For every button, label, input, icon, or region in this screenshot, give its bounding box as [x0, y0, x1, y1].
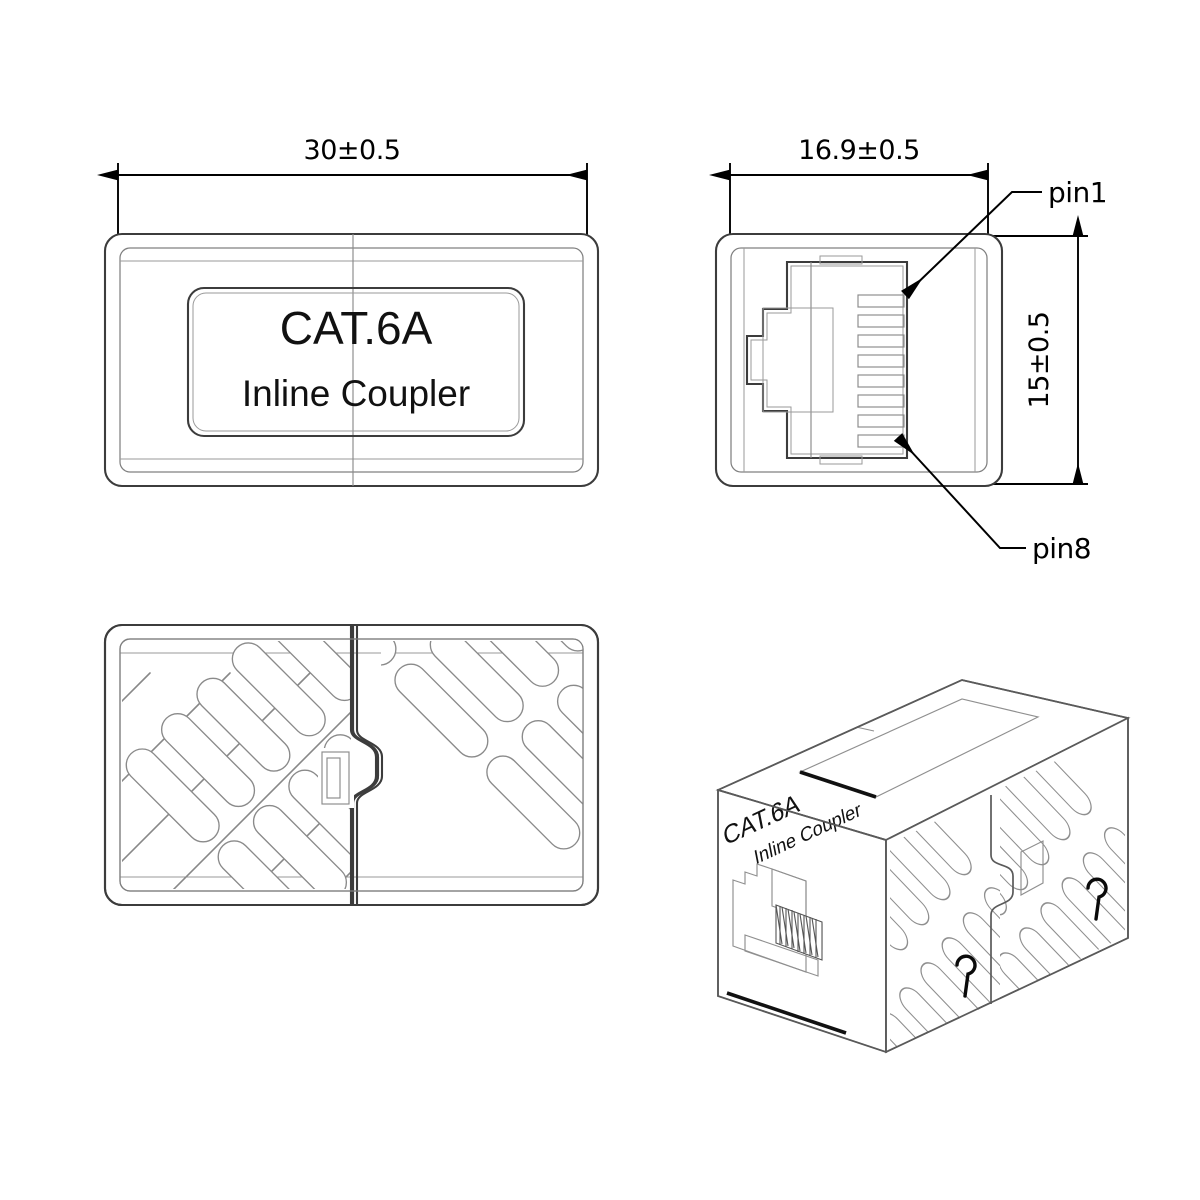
rib-capsule-r-5	[429, 641, 524, 723]
rj45-latch-notch-bottom	[819, 455, 863, 465]
iso-retention-mark-1	[955, 954, 977, 998]
rib-capsule-r-2	[394, 663, 489, 758]
bottom-view	[103, 495, 728, 1032]
rib-capsule-l-1	[160, 712, 256, 808]
bottom-housing-outline-overlay	[103, 623, 600, 907]
isometric-view: CAT.6A Inline Coupler	[715, 679, 1131, 1054]
rib-capsule-r-12	[586, 643, 692, 749]
iso-label-plate-shadow	[799, 770, 877, 799]
rib-capsule-l-11	[217, 840, 312, 889]
rib-capsule-l-13	[267, 641, 351, 702]
iso-rib-a10	[962, 912, 1000, 1025]
top-label-plate-inner	[192, 292, 520, 432]
front-housing-outline	[714, 232, 1004, 488]
iso-rib-a12	[983, 887, 1000, 1000]
dimension-depth-169: 16.9±0.5	[709, 135, 989, 250]
top-housing-outline	[103, 232, 600, 488]
rib-capsule-l-3	[339, 891, 445, 997]
rib-capsule-l-10	[125, 748, 220, 843]
bottom-latch-slot-outer-2	[321, 751, 350, 805]
dimension-width-30: 30±0.5	[97, 135, 588, 250]
iso-rib-b8	[1061, 877, 1125, 990]
rj45-pin-3	[857, 334, 905, 348]
rib-capsule-r-8	[465, 641, 560, 687]
iso-rib-b2	[1000, 952, 1105, 1000]
front-housing-inner-edge	[730, 247, 988, 473]
rj45-pin-6	[857, 394, 905, 408]
iso-rib-b5	[1000, 778, 1029, 891]
front-view: 16.9±0.5 15±0.5	[709, 135, 1108, 565]
iso-front-bottom-edge	[726, 991, 847, 1035]
rib-capsule-r-7	[367, 495, 473, 601]
top-view: 30±0.5 CAT.6A Inline Coupler	[97, 135, 600, 488]
rj45-pin-5	[857, 374, 905, 388]
rib-capsule-r-6	[521, 720, 583, 815]
iso-rib-a7	[890, 813, 930, 926]
rj45-latch-notch-top	[819, 255, 863, 265]
rj45-pin-1	[857, 294, 905, 308]
rib-capsule-l-12	[304, 926, 410, 1032]
iso-retention-marks	[955, 877, 1108, 998]
iso-rj45-port	[726, 863, 847, 1035]
iso-edge-top-front	[717, 789, 887, 841]
iso-latch-slot	[1020, 840, 1044, 896]
dimension-depth-label: 16.9±0.5	[798, 135, 920, 166]
iso-rib-b12	[1103, 827, 1125, 940]
bottom-latch-slot-inner-2	[326, 757, 341, 799]
iso-pin-hatch	[775, 904, 823, 961]
rib-capsule-r-9	[556, 684, 583, 779]
rj45-keying-block	[762, 307, 834, 413]
iso-port-inner-floor	[744, 934, 819, 977]
iso-outline-overlay	[717, 679, 1129, 1053]
iso-rib-a5	[890, 838, 909, 951]
rib-capsule-r-3	[486, 755, 581, 850]
dimension-height-label: 15±0.5	[1024, 312, 1055, 409]
rib-capsule-l-2	[252, 804, 348, 889]
leader-pin1: pin1	[901, 176, 1108, 300]
iso-rib-b3	[1000, 803, 1007, 916]
rib-capsule-l-4	[196, 677, 291, 772]
dimension-width-label: 30±0.5	[304, 135, 401, 166]
bottom-rib-l1	[122, 672, 151, 703]
top-label-line2: Inline Coupler	[242, 373, 470, 414]
bottom-center-seam-line	[351, 625, 380, 905]
iso-rib-b10	[1082, 852, 1125, 965]
top-label-plate	[186, 286, 526, 438]
rj45-contact-pins	[857, 294, 905, 448]
rib-capsule-r-1	[381, 641, 397, 666]
dimension-height-15: 15±0.5	[965, 215, 1088, 485]
iso-rib-a2	[890, 1012, 985, 1050]
bottom-rib-outline-right	[332, 495, 728, 850]
bottom-housing-inner-overlay	[119, 638, 584, 892]
rib-capsule-r-15	[622, 608, 728, 714]
leader-pin8: pin8	[893, 433, 1092, 565]
bottom-rib-l4	[172, 710, 351, 889]
iso-top-seam	[855, 726, 875, 732]
top-housing-inner-edge	[119, 247, 584, 473]
rj45-pin-7	[857, 414, 905, 428]
rib-capsule-l-7	[231, 642, 326, 737]
pin1-label: pin1	[1048, 176, 1107, 209]
bottom-rib-l3	[122, 672, 311, 863]
iso-rib-b7	[1000, 753, 1050, 866]
top-label-line1: CAT.6A	[280, 302, 433, 354]
iso-center-seam	[990, 795, 1014, 1004]
rj45-pin-4	[857, 354, 905, 368]
bottom-rib-l7	[368, 903, 400, 935]
rib-capsule-r-4	[332, 530, 438, 636]
rj45-pin-2	[857, 314, 905, 328]
iso-rib-a8	[941, 937, 1000, 1050]
iso-retention-mark-2	[1086, 877, 1108, 921]
pin8-label: pin8	[1032, 532, 1091, 565]
rib-capsule-r-14	[530, 516, 636, 622]
